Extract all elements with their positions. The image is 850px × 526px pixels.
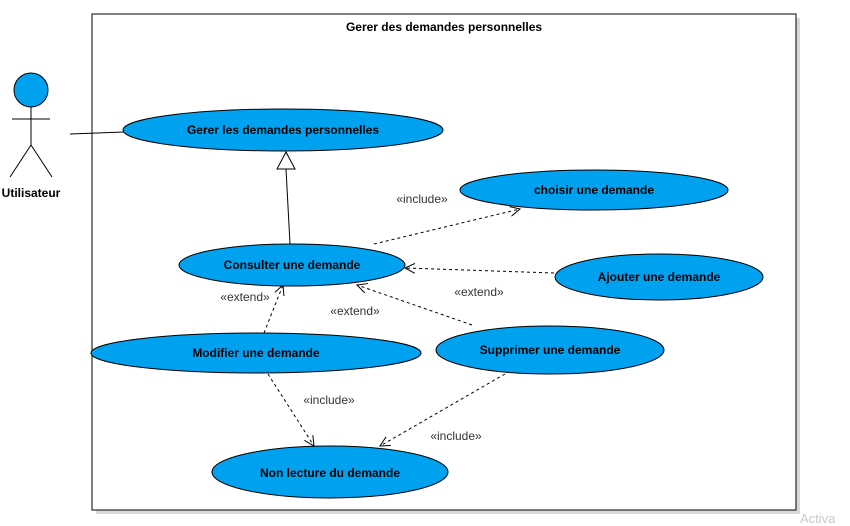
use-case-consulter[interactable]: Consulter une demande [178, 243, 406, 287]
use-case-supprimer[interactable]: Supprimer une demande [435, 325, 665, 375]
include-supprimer-nonlecture [380, 373, 506, 446]
extend-supprimer-consulter [357, 285, 473, 326]
use-case-modifier[interactable]: Modifier une demande [90, 332, 422, 374]
use-case-ajouter[interactable]: Ajouter une demande [554, 253, 764, 301]
extend-ajouter-consulter [405, 268, 555, 274]
label-include-modifier: «include» [303, 393, 355, 407]
actor-name: Utilisateur [2, 186, 61, 200]
label-extend-ajouter: «extend» [454, 285, 504, 299]
include-consulter-choisir [373, 209, 520, 245]
actor-right-leg [30, 144, 53, 178]
actor-utilisateur[interactable]: Utilisateur [2, 72, 61, 200]
label-include-choisir: «include» [396, 192, 448, 206]
label-extend-modifier: «extend» [220, 290, 270, 304]
use-case-modifier-label: Modifier une demande [192, 346, 320, 360]
association-actor-gerer [69, 131, 125, 135]
include-modifier-nonlecture [267, 373, 314, 446]
use-case-non-lecture[interactable]: Non lecture du demande [211, 445, 449, 499]
use-case-gerer-label: Gerer les demandes personnelles [187, 123, 379, 137]
actor-left-leg [9, 144, 32, 178]
watermark-text: Activa [800, 511, 836, 526]
use-case-supprimer-label: Supprimer une demande [480, 343, 621, 357]
use-case-choisir-label: choisir une demande [534, 183, 654, 197]
generalization-arrowhead [276, 150, 296, 170]
generalization-line [285, 168, 291, 245]
use-case-non-lecture-label: Non lecture du demande [260, 466, 400, 480]
label-extend-supprimer: «extend» [330, 304, 380, 318]
use-case-gerer[interactable]: Gerer les demandes personnelles [122, 108, 444, 152]
label-include-supprimer: «include» [430, 429, 482, 443]
use-case-ajouter-label: Ajouter une demande [598, 270, 721, 284]
use-case-consulter-label: Consulter une demande [224, 258, 361, 272]
extend-modifier-consulter [263, 285, 283, 334]
use-case-choisir[interactable]: choisir une demande [459, 169, 729, 211]
actor-head [13, 72, 49, 108]
system-title: Gerer des demandes personnelles [346, 20, 542, 34]
